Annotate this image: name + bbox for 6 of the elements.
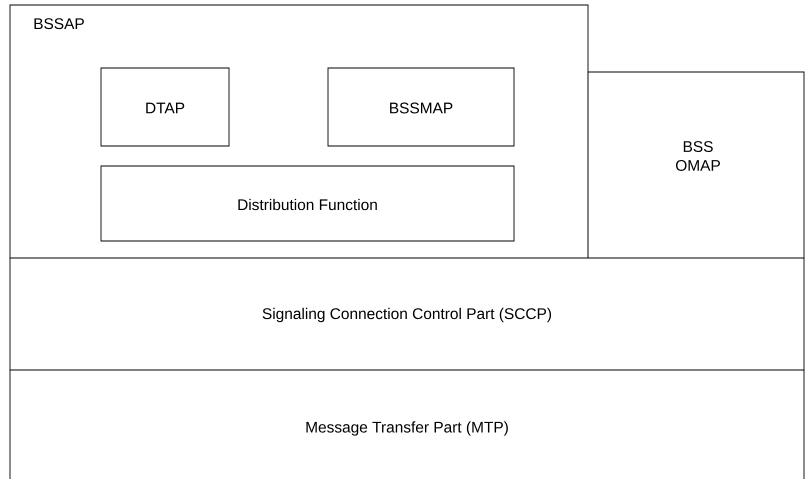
protocol-box: DTAP <box>100 68 230 146</box>
protocol-box: BSSMAP <box>328 68 514 146</box>
protocol-box: Distribution Function <box>100 166 514 242</box>
layer-box: BSS OMAP <box>588 72 804 258</box>
layer-box: Message Transfer Part (MTP) <box>10 370 804 479</box>
layer-box: Signaling Connection Control Part (SCCP) <box>10 258 804 370</box>
